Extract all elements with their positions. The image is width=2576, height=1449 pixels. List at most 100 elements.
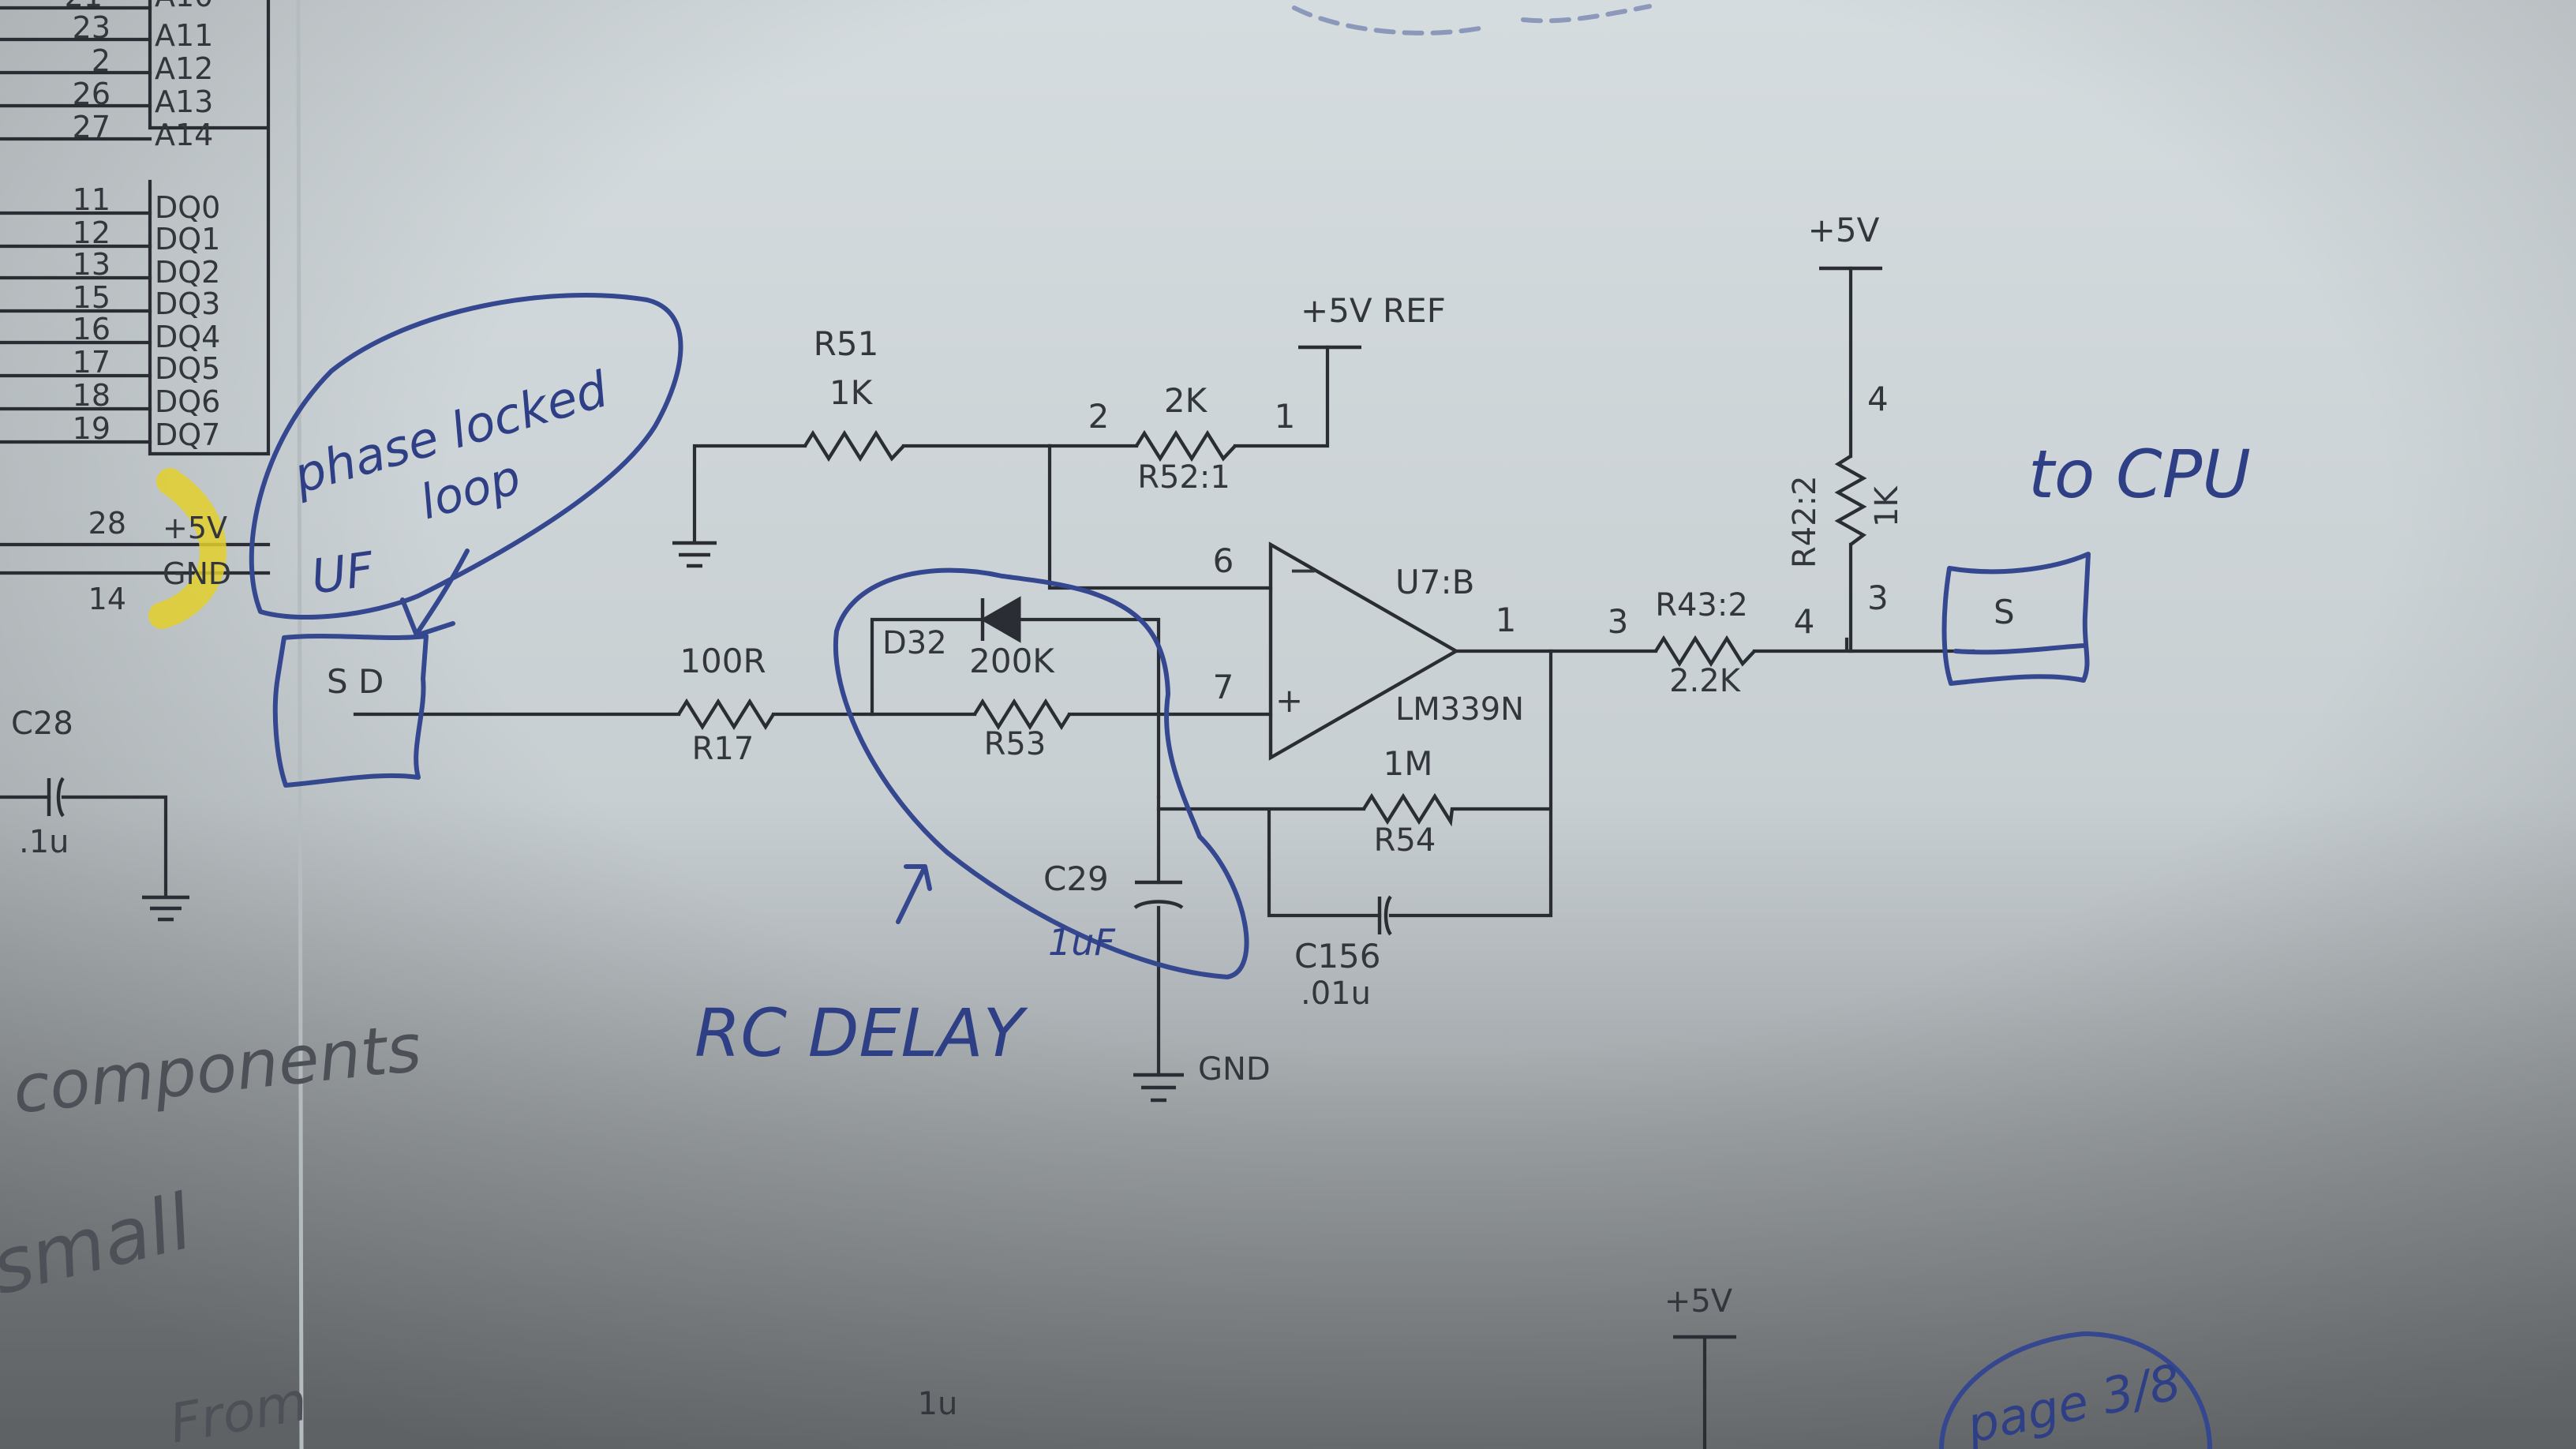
pin-number: 23 (73, 10, 110, 45)
r51-wires (692, 444, 1052, 543)
r54-value: 1M (1383, 744, 1433, 783)
diode-d32: D32 (870, 596, 1161, 799)
u7b-plus-sign: + (1275, 681, 1303, 720)
pin-number: 17 (73, 345, 110, 380)
pin-signal: DQ6 (155, 384, 220, 419)
r52-zigzag (1135, 429, 1237, 462)
pin-signal: DQ4 (155, 320, 220, 354)
r43-pin-a: 3 (1608, 602, 1629, 641)
r43-ref: R43:2 (1655, 587, 1748, 623)
r51-ref: R51 (814, 324, 879, 363)
to-cpu-text: to CPU (2028, 436, 2251, 513)
rc-delay-outline (833, 567, 1249, 979)
pin-signal: DQ0 (155, 190, 220, 225)
r42-pin-bottom: 3 (1867, 578, 1889, 617)
pin-signal: DQ7 (155, 417, 220, 452)
capacitor-c29: C29 GND (1043, 795, 1271, 1103)
c29-ref: C29 (1043, 859, 1109, 898)
pin-number: 12 (73, 215, 110, 250)
c156-plates (1377, 895, 1392, 936)
bottom-vcc-label: +5V (1664, 1283, 1733, 1320)
d32-ref: D32 (882, 625, 947, 661)
r51-value: 1K (829, 373, 874, 412)
r43-zigzag (1654, 635, 1756, 668)
pin-signal: A10 (155, 0, 213, 13)
s-connector-outline (1941, 552, 2091, 686)
c28-ground-symbol (142, 895, 189, 922)
pin-table: 21 A10 23 A11 2 A12 26 A13 27 A14 11 DQ0… (0, 0, 271, 629)
r52-pin-a: 2 (1088, 397, 1110, 436)
c156-ref: C156 (1294, 937, 1381, 975)
c28-value: .1u (19, 824, 69, 860)
rc-delay-text: RC DELAY (695, 994, 1028, 1072)
r53-ref: R53 (984, 726, 1046, 762)
pin-signal: DQ2 (155, 255, 220, 290)
pll-text-line3: UF (308, 541, 378, 605)
r42-ref: R42:2 (1787, 475, 1823, 568)
pin-table-frame (148, 0, 271, 456)
d32-wires (870, 617, 1161, 799)
pin-signal: DQ5 (155, 351, 220, 386)
r52-value: 2K (1164, 381, 1208, 420)
u7b-pin-plus: 7 (1213, 668, 1234, 706)
r52-ref: R52:1 (1137, 459, 1230, 496)
r42-pin-top: 4 (1867, 380, 1889, 418)
resistor-r51: R51 1K (672, 324, 1052, 568)
c28-ref: C28 (11, 706, 73, 742)
u7b-part: LM339N (1395, 691, 1524, 728)
pin-number: 16 (73, 312, 110, 346)
r17-zigzag (677, 698, 775, 731)
sd-connector: S D (272, 634, 429, 788)
r54-zigzag (1362, 792, 1455, 827)
r54-ref: R54 (1374, 822, 1436, 859)
r42-value: 1K (1869, 485, 1905, 527)
vref-label: +5V REF (1301, 291, 1446, 330)
u7b-ref: U7:B (1395, 563, 1474, 601)
pin-number: 26 (73, 77, 110, 111)
vref-divider-to-inverting-wire (1047, 444, 1273, 590)
pin-number: 21 (65, 0, 103, 13)
pin-signal: A13 (155, 84, 213, 119)
c28-wires (0, 795, 168, 898)
ground-pin-signal: GND (163, 556, 231, 591)
resistor-r53: 200K R53 (969, 642, 1071, 762)
data-lines (0, 211, 152, 444)
capacitor-c28: C28 .1u (0, 706, 189, 922)
r52-wires (1047, 345, 1330, 448)
r51-zigzag (803, 429, 905, 462)
r43-pin-b: 4 (1794, 602, 1815, 641)
r53-zigzag (973, 698, 1071, 731)
sd-connector-outline (272, 634, 429, 788)
gnd-symbol (1133, 1073, 1184, 1103)
pin-number: 15 (73, 280, 110, 315)
bottom-supply: +5V (1664, 1283, 1736, 1449)
resistor-r42: +5V 4 3 R42:2 1K (1787, 211, 1905, 653)
s-connector: S (1941, 552, 2091, 686)
r17-value: 100R (680, 642, 766, 680)
top-scribble (1292, 4, 1652, 36)
power-pin-number: 28 (88, 506, 126, 541)
c29-handwritten-value: 1uF (1048, 921, 1115, 964)
pin-signal: A12 (155, 51, 213, 86)
r53-value: 200K (969, 642, 1055, 680)
highlighter-mark (148, 468, 227, 629)
u7b-pin-out: 1 (1496, 601, 1517, 639)
r51-ground-symbol (672, 541, 717, 568)
rc-delay-annotation: 1uF RC DELAY (695, 567, 1249, 1072)
sd-connector-label: S D (327, 662, 384, 701)
paper-fold (296, 0, 304, 1449)
comparator-u7b: − + 6 7 1 U7:B LM339N (1213, 541, 1524, 761)
vcc-label: +5V (1808, 211, 1880, 249)
pin-number: 13 (73, 247, 110, 282)
resistor-r52: 2 2K 1 R52:1 +5V REF (1047, 291, 1446, 496)
pin-signal: DQ3 (155, 286, 220, 321)
pll-arrow (400, 549, 470, 638)
u7b-minus-sign: − (1288, 549, 1319, 591)
address-lines (0, 6, 152, 141)
r42-zigzag (1834, 455, 1867, 546)
resistor-r17: 100R R17 (677, 642, 775, 767)
pin-signal: A14 (155, 118, 213, 152)
pin-signal: DQ1 (155, 222, 220, 256)
